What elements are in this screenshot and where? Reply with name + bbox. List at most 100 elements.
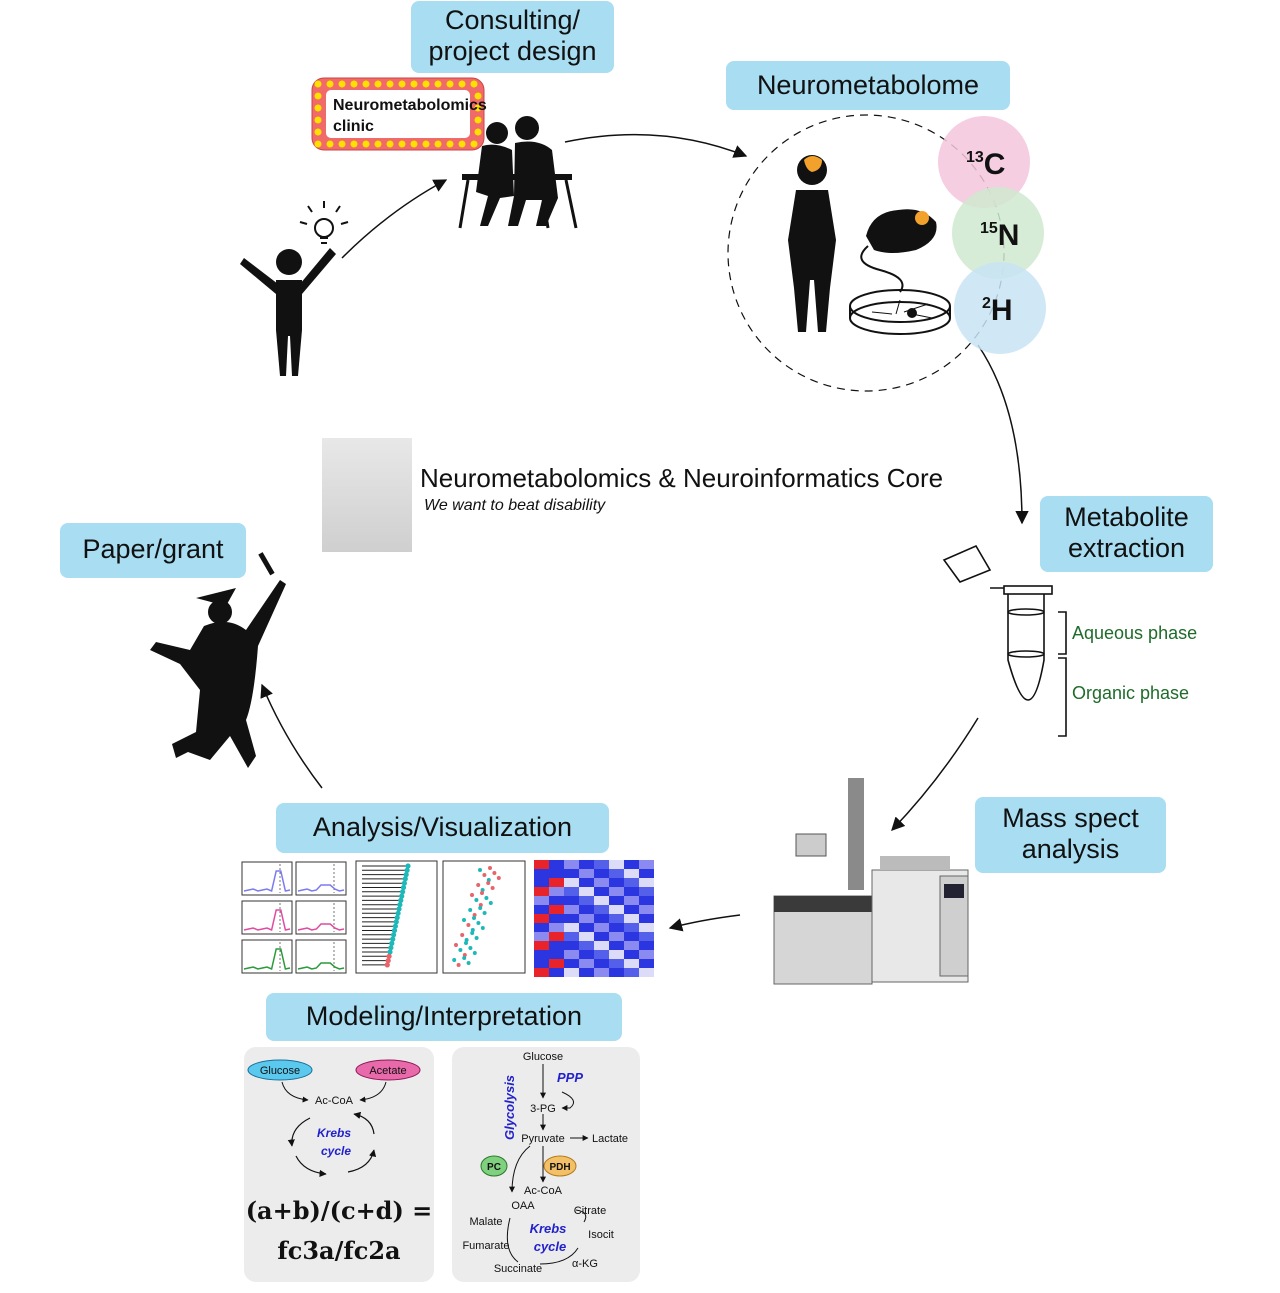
human-icon: [788, 155, 836, 332]
dot-plot-1-point: [405, 863, 411, 869]
heatmap-cell: [549, 860, 564, 869]
dot-plot-1-point: [400, 889, 406, 895]
heatmap-cell: [594, 887, 609, 896]
heatmap-cell: [639, 896, 654, 905]
isotope-N-circle: [952, 187, 1044, 279]
dot-plot-1-point: [392, 923, 398, 929]
aqueous-phase-label: Aqueous phase: [1072, 623, 1198, 643]
acetate-node: [355, 1059, 421, 1081]
graduate-icon: [150, 552, 286, 768]
formula-line2: fc3a/fc2a: [277, 1236, 401, 1265]
mass-spectrometer-icon: [773, 778, 969, 985]
heatmap-cell: [639, 860, 654, 869]
heatmap-cell: [624, 860, 639, 869]
heatmap-cell: [594, 878, 609, 887]
dot-plot-2-point: [466, 961, 471, 965]
heatmap-cell: [564, 968, 579, 977]
formula-line1: (a+b)/(c+d) =: [245, 1196, 433, 1225]
bulb: [422, 80, 430, 88]
heatmap-cell: [549, 968, 564, 977]
dot-plot-2-point: [492, 871, 497, 875]
heatmap-cell: [624, 941, 639, 950]
heatmap-cell: [609, 860, 624, 869]
heatmap-cell: [639, 932, 654, 941]
line-plot-series: [243, 870, 291, 893]
clinic-sign-line2: clinic: [333, 118, 374, 135]
dot-plot-2-point: [472, 916, 476, 920]
bulb: [410, 80, 418, 88]
mass-spect-box: Mass spect analysis: [975, 797, 1166, 873]
dot-plot-1-point: [404, 867, 410, 873]
lightbulb-icon: [299, 201, 349, 244]
analysis-box: Analysis/Visualization: [276, 803, 609, 853]
bulb: [434, 140, 442, 148]
pc-node: [480, 1155, 508, 1177]
core-title: Neurometabolomics & Neuroinformatics Cor…: [420, 463, 944, 493]
arrow-extraction-to-massspec: [891, 717, 979, 831]
bulb: [474, 128, 482, 136]
heatmap-cell: [579, 914, 594, 923]
paper-grant-label: Paper/grant: [82, 534, 224, 564]
heatmap-cell: [564, 941, 579, 950]
arrow-person-to-clinic: [341, 179, 448, 259]
heatmap-cell: [534, 914, 549, 923]
heatmap-cell: [534, 923, 549, 932]
heatmap-cell: [579, 950, 594, 959]
heatmap-cell: [639, 941, 654, 950]
heatmap-cell: [534, 959, 549, 968]
dot-plot-1-point: [394, 915, 400, 921]
heatmap-cell: [639, 887, 654, 896]
dot-plot-2-point: [476, 883, 481, 887]
consulting-line2: project design: [428, 36, 597, 66]
line-plot-series: [297, 923, 345, 931]
heatmap-cell: [534, 887, 549, 896]
fumarate-label: Fumarate: [462, 1240, 509, 1252]
heatmap-cell: [579, 878, 594, 887]
dot-plot-1-point: [400, 884, 407, 891]
heatmap-cell: [624, 887, 639, 896]
heatmap-cell: [639, 968, 654, 977]
dot-plot-2-point: [486, 878, 491, 882]
bulb: [338, 80, 346, 88]
dot-plot-2-point: [464, 938, 469, 942]
modeling-box: Modeling/Interpretation: [266, 993, 622, 1041]
bulb: [314, 116, 322, 124]
dot-plot-2-point: [460, 933, 465, 937]
dot-plot-1-point: [398, 897, 404, 904]
heatmap-cell: [579, 941, 594, 950]
heatmap-cell: [624, 932, 639, 941]
dot-plot-1-point: [396, 906, 402, 912]
dot-plot-1-point: [385, 958, 391, 964]
dot-plot-2-point: [464, 941, 468, 945]
arrow-massspec-to-analysis: [668, 914, 741, 932]
bulb: [470, 80, 478, 88]
organic-phase-label: Organic phase: [1072, 683, 1190, 703]
heatmap-cell: [639, 959, 654, 968]
heatmap-cell: [594, 914, 609, 923]
oaa-label: OAA: [511, 1200, 535, 1212]
heatmap-cell: [564, 959, 579, 968]
bulb: [362, 140, 370, 148]
cycle-r-label: cycle: [534, 1239, 567, 1254]
heatmap-cell: [609, 932, 624, 941]
heatmap-cell: [549, 896, 564, 905]
arrow-neurometabolome-to-extraction: [977, 344, 1029, 525]
model-right-labels: Glucose PPP 3-PG Pyruvate Lactate PC PDH…: [462, 1051, 628, 1275]
heatmap-cell: [624, 869, 639, 878]
neurometabolome-box: Neurometabolome: [726, 61, 1010, 110]
glucose-label: Glucose: [260, 1065, 300, 1077]
heatmap-cell: [549, 941, 564, 950]
heatmap-cell: [594, 905, 609, 914]
isotope-H-circle: [954, 262, 1046, 354]
heatmap-cell: [549, 905, 564, 914]
bulb: [398, 80, 406, 88]
neurometabolome-label: Neurometabolome: [756, 70, 980, 100]
petri-dish-icon: [849, 289, 951, 335]
dot-plot-1-point: [393, 919, 399, 925]
ppp-label: PPP: [557, 1070, 583, 1085]
dot-plot-1-point: [390, 936, 396, 942]
bulb: [314, 92, 322, 100]
bulb: [314, 128, 322, 136]
dot-plot-1-point: [391, 927, 398, 934]
